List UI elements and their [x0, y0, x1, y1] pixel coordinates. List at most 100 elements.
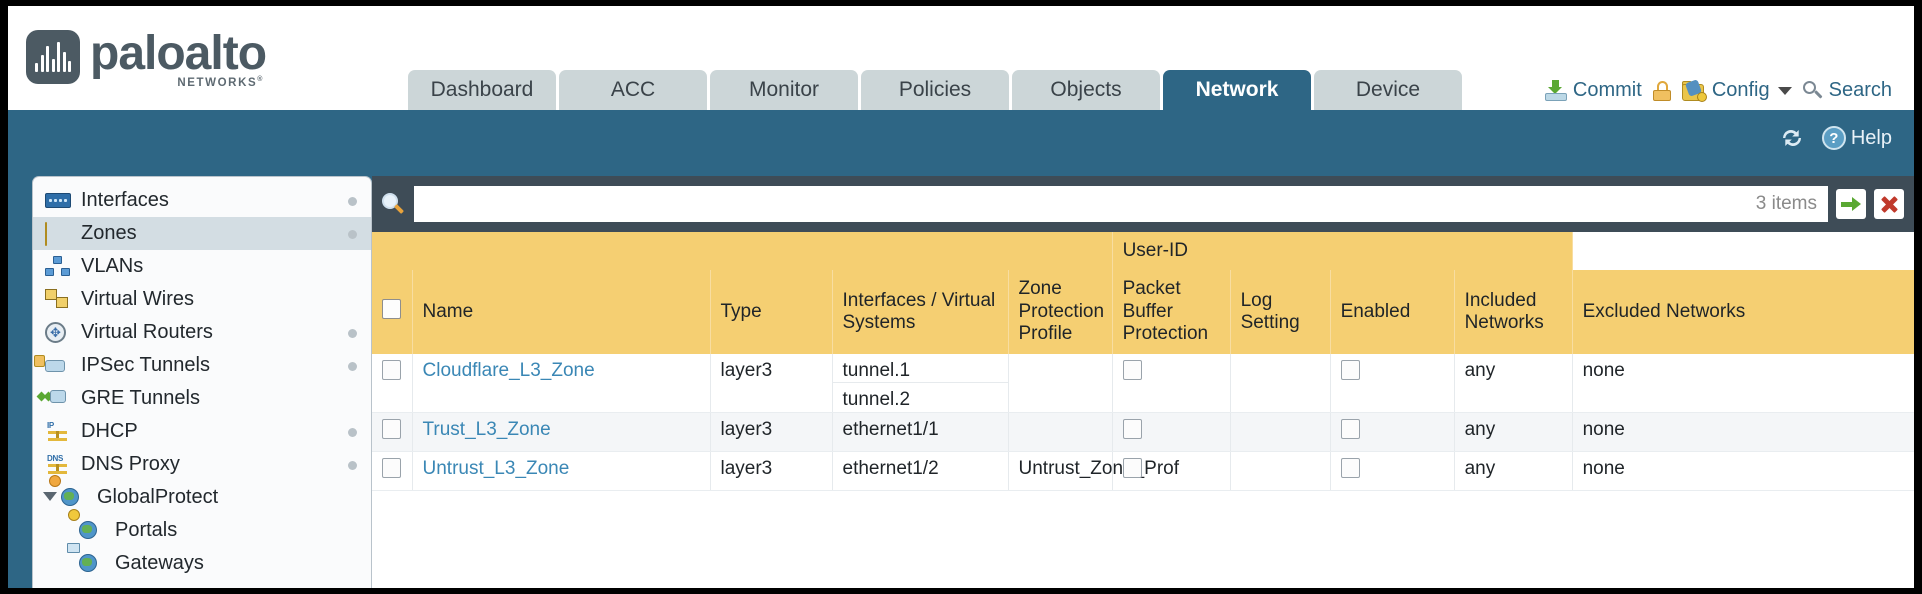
search-label: Search [1828, 79, 1892, 101]
table-row[interactable]: Trust_L3_Zone layer3 ethernet1/1 [372, 412, 1914, 452]
sidebar-item-gre-tunnels[interactable]: GRE Tunnels [33, 382, 371, 415]
sidebar-item-interfaces[interactable]: Interfaces [33, 184, 371, 217]
cell-packet-buffer-protection [1112, 451, 1231, 491]
table-row[interactable]: Untrust_L3_Zone layer3 ethernet1/2 Untru… [372, 451, 1914, 491]
column-header-enabled[interactable]: Enabled [1330, 270, 1455, 354]
cell-included-networks: any [1454, 353, 1573, 413]
cell-packet-buffer-protection [1112, 412, 1231, 452]
row-checkbox[interactable] [382, 457, 401, 478]
packet-buffer-checkbox[interactable] [1122, 457, 1142, 478]
sidebar-item-dns-proxy[interactable]: DNS DNS Proxy [33, 448, 371, 481]
expand-collapse-icon[interactable] [43, 492, 57, 501]
config-label: Config [1711, 79, 1770, 101]
ipsec-tunnels-icon [34, 354, 73, 377]
sidebar-item-gateways[interactable]: Gateways [33, 542, 371, 580]
help-label: Help [1850, 126, 1892, 149]
cell-interfaces: tunnel.1 tunnel.2 [832, 353, 1009, 413]
cell-excluded-networks: none [1572, 353, 1914, 413]
sidebar-item-virtual-wires[interactable]: Virtual Wires [33, 283, 371, 316]
packet-buffer-checkbox[interactable] [1122, 359, 1142, 380]
filter-input[interactable]: 3 items [414, 186, 1828, 222]
tab-network[interactable]: Network [1163, 70, 1311, 110]
cell-excluded-networks: none [1572, 451, 1914, 491]
row-select-cell[interactable] [372, 353, 413, 413]
clear-filter-button[interactable] [1874, 189, 1904, 219]
cell-name: Trust_L3_Zone [412, 412, 711, 452]
status-dot [348, 197, 357, 206]
arrow-right-icon [1841, 197, 1861, 211]
column-header-interfaces[interactable]: Interfaces / Virtual Systems [832, 270, 1009, 354]
interface-item: tunnel.1 [832, 354, 1008, 383]
tab-acc[interactable]: ACC [559, 70, 707, 110]
tab-monitor[interactable]: Monitor [710, 70, 858, 110]
config-icon [1681, 79, 1707, 102]
tab-dashboard[interactable]: Dashboard [408, 70, 556, 110]
row-checkbox[interactable] [382, 418, 401, 439]
column-header-packet-buffer-protection[interactable]: Packet Buffer Protection [1112, 270, 1231, 354]
zone-link[interactable]: Cloudflare_L3_Zone [422, 359, 595, 381]
virtual-wires-icon [45, 288, 73, 311]
status-dot [348, 329, 357, 338]
userid-enabled-checkbox[interactable] [1340, 457, 1360, 478]
column-header-name[interactable]: Name [412, 270, 711, 354]
sidebar-item-vlans[interactable]: VLANs [33, 250, 371, 283]
config-menu[interactable]: Config [1681, 79, 1792, 102]
zones-icon [45, 221, 73, 246]
sidebar-item-globalprotect[interactable]: GlobalProtect [33, 474, 371, 514]
cell-excluded-networks: none [1572, 412, 1914, 452]
tab-policies[interactable]: Policies [861, 70, 1009, 110]
cell-zone-protection-profile [1008, 412, 1113, 452]
lock-icon[interactable] [1652, 80, 1671, 101]
interface-item: ethernet1/2 [842, 457, 939, 479]
gateways-icon [67, 542, 107, 575]
zone-link[interactable]: Untrust_L3_Zone [422, 457, 570, 479]
sidebar-item-dhcp[interactable]: IP DHCP [33, 415, 371, 448]
userid-enabled-checkbox[interactable] [1340, 359, 1360, 380]
tab-objects[interactable]: Objects [1012, 70, 1160, 110]
cell-packet-buffer-protection [1112, 353, 1231, 413]
table-group-header-row: User-ID [372, 232, 1914, 271]
tab-device[interactable]: Device [1314, 70, 1462, 110]
packet-buffer-checkbox[interactable] [1122, 418, 1142, 439]
column-header-included-networks[interactable]: Included Networks [1454, 270, 1573, 354]
select-all-checkbox[interactable] [382, 298, 401, 319]
sidebar-item-zones[interactable]: Zones [33, 217, 371, 250]
column-header-zone-protection-profile[interactable]: Zone Protection Profile [1008, 270, 1113, 354]
filter-search-icon[interactable] [380, 192, 406, 216]
column-header-log-setting[interactable]: Log Setting [1230, 270, 1331, 354]
select-all-header[interactable] [372, 270, 413, 354]
sidebar-item-ipsec-tunnels[interactable]: IPSec Tunnels [33, 349, 371, 382]
refresh-icon[interactable] [1780, 127, 1804, 149]
help-icon: ? [1821, 126, 1846, 150]
zone-link[interactable]: Trust_L3_Zone [422, 418, 551, 440]
sidebar-item-virtual-routers[interactable]: ✥ Virtual Routers [33, 316, 371, 349]
filter-bar: 3 items [372, 176, 1914, 232]
interfaces-icon [45, 190, 73, 212]
row-checkbox[interactable] [382, 359, 401, 380]
commit-button[interactable]: Commit [1544, 79, 1642, 102]
search-button[interactable]: Search [1802, 79, 1892, 102]
close-icon [1879, 194, 1899, 214]
portals-icon [68, 508, 107, 542]
item-count-label: 3 items [1755, 193, 1817, 214]
column-header-excluded-networks[interactable]: Excluded Networks [1572, 270, 1914, 354]
column-header-type[interactable]: Type [710, 270, 833, 354]
cell-log-setting [1230, 353, 1331, 413]
cell-included-networks: any [1454, 412, 1573, 452]
status-dot [348, 230, 357, 239]
cell-log-setting [1230, 451, 1331, 491]
row-select-cell[interactable] [372, 412, 413, 452]
dns-proxy-icon: DNS [45, 454, 73, 476]
network-sidebar: Interfaces Zones VLANs [32, 176, 372, 588]
virtual-routers-icon: ✥ [45, 321, 73, 344]
apply-filter-button[interactable] [1836, 189, 1866, 219]
sidebar-item-portals[interactable]: Portals [33, 508, 371, 547]
cell-userid-enabled [1330, 412, 1455, 452]
status-dot [348, 428, 357, 437]
sub-header-band: ? Help [8, 110, 1914, 176]
userid-enabled-checkbox[interactable] [1340, 418, 1360, 439]
help-button[interactable]: ? Help [1821, 126, 1892, 150]
status-dot [348, 362, 357, 371]
row-select-cell[interactable] [372, 451, 413, 491]
zones-table: User-ID Name Type Interfaces / Virtual S… [372, 232, 1914, 491]
